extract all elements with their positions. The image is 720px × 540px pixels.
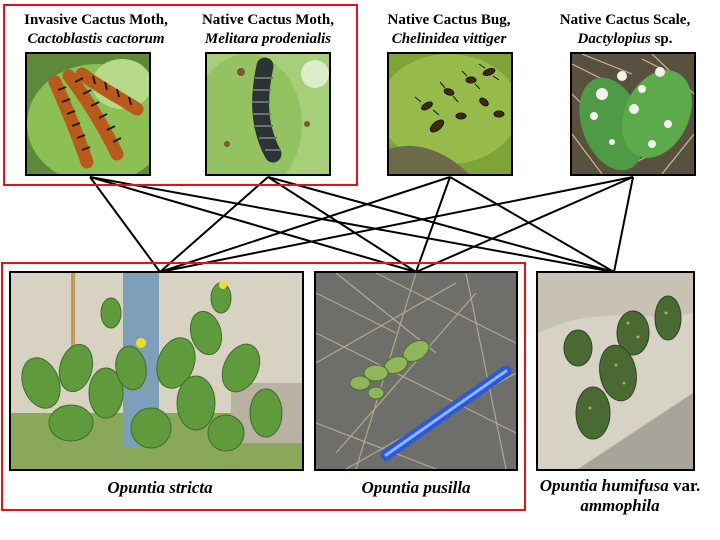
insect-suffix: sp. [650,31,673,47]
interaction-line [159,176,269,273]
photo-opuntia-pusilla [314,271,518,471]
insect-label-melitara: Native Cactus Moth, Melitara prodenialis [182,11,354,49]
photo-dactylopius-scale [570,52,696,176]
insect-common-name: Native Cactus Moth, [201,12,335,28]
highlight-box-plants [1,262,526,511]
interaction-line [267,176,615,273]
interaction-line [613,176,634,273]
plant-scientific-name: Opuntia pusilla [361,478,471,497]
interaction-line [415,176,451,273]
plant-label-humifusa: Opuntia humifusa var. ammophila [524,476,716,516]
insect-scientific-name: Cactoblastis cactorum [27,31,165,47]
highlight-box-moths [3,4,358,186]
insect-label-chelinidea: Native Cactus Bug, Chelinidea vittiger [366,11,532,49]
plant-suffix: var. [668,476,701,495]
insect-common-name: Native Cactus Scale, [559,12,691,28]
photo-opuntia-humifusa [536,271,695,471]
plant-label-pusilla: Opuntia pusilla [314,478,518,498]
interaction-line [89,176,417,273]
photo-melitara-caterpillar [205,52,331,176]
plant-label-stricta: Opuntia stricta [40,478,280,498]
insect-label-cactoblastis: Invasive Cactus Moth, Cactoblastis cacto… [6,11,186,49]
photo-opuntia-stricta [9,271,304,471]
interaction-line [449,176,615,273]
insect-scientific-name: Dactylopius [577,31,651,47]
plant-scientific-name: Opuntia stricta [107,478,213,497]
insect-scientific-name: Melitara prodenialis [204,31,332,47]
insect-common-name: Native Cactus Bug, [387,12,511,28]
interaction-line [415,176,634,273]
interaction-line [159,176,451,273]
photo-cactoblastis-caterpillars [25,52,151,176]
interaction-line [89,176,161,273]
photo-chelinidea-bugs [387,52,513,176]
interaction-line [267,176,417,273]
insect-scientific-name: Chelinidea vittiger [391,31,507,47]
insect-label-dactylopius: Native Cactus Scale, Dactylopius sp. [540,11,710,49]
insect-common-name: Invasive Cactus Moth, [24,12,168,28]
interaction-line [89,176,615,273]
plant-variety-name: ammophila [580,496,660,515]
plant-scientific-name: Opuntia humifusa [539,476,669,495]
interaction-line [159,176,634,273]
